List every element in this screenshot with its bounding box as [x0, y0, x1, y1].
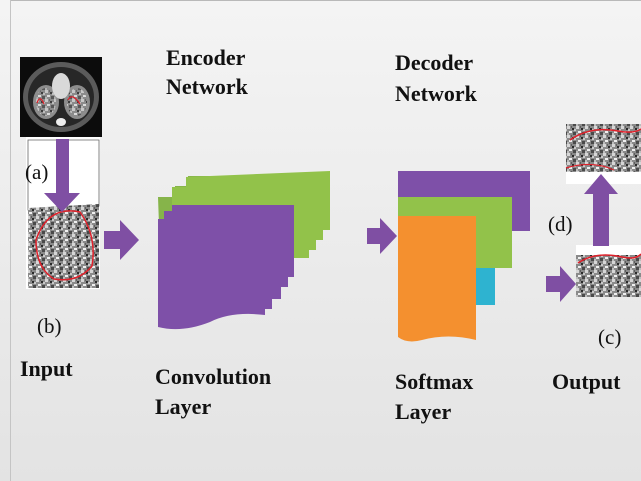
ct-slice-image	[20, 57, 102, 137]
encoder-title-line1: Encoder	[166, 45, 246, 70]
segmented-lung-refined-image	[565, 124, 641, 184]
output-label: Output	[552, 369, 621, 394]
decoder-softmax-stack	[398, 171, 530, 342]
segmented-lung-output-image	[576, 245, 641, 297]
frame-border-left	[10, 0, 11, 481]
frame-border-top	[10, 0, 641, 1]
encoder-convolution-stack	[158, 171, 330, 330]
decoder-title-line2: Network	[395, 81, 477, 106]
softmax-label-line1: Softmax	[395, 369, 474, 394]
encoder-title-line2: Network	[166, 74, 248, 99]
decoder-title-line1: Decoder	[395, 50, 474, 75]
convolution-label-line1: Convolution	[155, 364, 272, 389]
block-arrow-icon	[44, 139, 618, 302]
label-b: (b)	[37, 314, 62, 338]
label-c: (c)	[598, 325, 622, 349]
lung-crop-image	[26, 137, 100, 289]
label-a: (a)	[25, 160, 49, 184]
softmax-label-line2: Layer	[395, 399, 452, 424]
label-d: (d)	[548, 212, 573, 236]
convolution-label-line2: Layer	[155, 394, 212, 419]
input-label: Input	[20, 356, 73, 381]
